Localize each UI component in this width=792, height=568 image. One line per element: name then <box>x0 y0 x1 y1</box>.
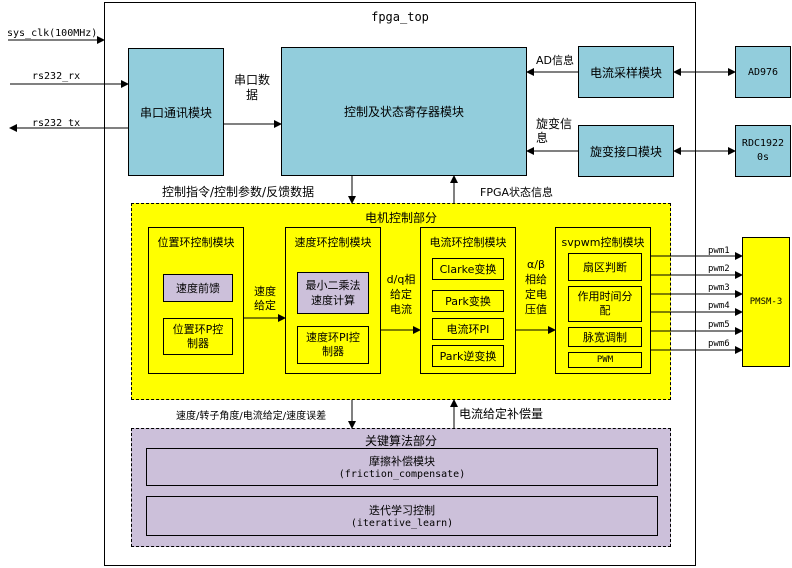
dq-current-label: d/q相 给定 电流 <box>386 272 416 316</box>
resolver-interface-module: 旋变接口模块 <box>578 125 674 177</box>
ad976-chip: AD976 <box>735 46 791 98</box>
pwm2-label: pwm2 <box>708 264 730 274</box>
control-register-label: 控制及状态寄存器模块 <box>343 105 464 119</box>
pwm1-label: pwm1 <box>708 246 730 256</box>
least-squares-speed-block: 最小二乘法 速度计算 <box>297 272 369 314</box>
bottom-right-label: 电流给定补偿量 <box>459 407 544 421</box>
rdc-chip: RDC1922 0s <box>735 125 791 177</box>
sys-clk-label: sys_clk(100MHz) <box>7 28 98 39</box>
motor-control-title: 电机控制部分 <box>364 211 437 225</box>
current-sample-module: 电流采样模块 <box>578 46 674 98</box>
time-allocation-block: 作用时间分 配 <box>568 286 642 322</box>
position-loop-title: 位置环控制模块 <box>157 236 235 249</box>
serial-data-label: 串口数 据 <box>233 73 270 102</box>
bus-right-label: FPGA状态信息 <box>480 186 554 199</box>
speed-given-label: 速度 给定 <box>254 285 276 312</box>
resolver-interface-label: 旋变接口模块 <box>589 144 662 159</box>
bus-left-label: 控制指令/控制参数/反馈数据 <box>162 185 315 199</box>
iterative-learn-module: 迭代学习控制 (iterative_learn) <box>146 496 658 536</box>
rs232-rx-label: rs232_rx <box>32 71 81 82</box>
pwm4-label: pwm4 <box>708 301 730 311</box>
current-loop-title: 电流环控制模块 <box>429 236 507 249</box>
friction-compensate-module: 摩擦补偿模块 (friction_compensate) <box>146 448 658 486</box>
pwm6-label: pwm6 <box>708 339 730 349</box>
clarke-block: Clarke变换 <box>432 258 504 280</box>
control-register-module: 控制及状态寄存器模块 <box>281 47 527 176</box>
position-p-controller: 位置环P控 制器 <box>163 318 233 355</box>
speed-feedforward-block: 速度前馈 <box>163 274 233 302</box>
resolver-info-label: 旋变信 息 <box>536 117 573 145</box>
pwm3-label: pwm3 <box>708 283 730 293</box>
svpwm-title: svpwm控制模块 <box>561 236 645 249</box>
key-algorithm-title: 关键算法部分 <box>364 434 437 448</box>
bottom-left-label: 速度/转子角度/电流给定/速度误差 <box>176 411 327 422</box>
fpga-top-title: fpga_top <box>371 10 429 24</box>
current-pi-block: 电流环PI <box>432 318 504 340</box>
pmsm-motor: PMSM-3 <box>742 237 790 367</box>
ad976-label: AD976 <box>747 66 779 78</box>
fpga-top-frame: fpga_top <box>104 2 696 566</box>
pulse-width-block: 脉宽调制 <box>568 327 642 347</box>
rdc-label: RDC1922 0s <box>741 138 785 163</box>
alpha-beta-label: α/β 相给 定电 压值 <box>525 258 547 316</box>
pwm5-label: pwm5 <box>708 320 730 330</box>
ad-info-label: AD信息 <box>536 54 574 67</box>
pwm-block: PWM <box>568 352 642 368</box>
sector-judge-block: 扇区判断 <box>568 253 642 281</box>
speed-pi-controller: 速度环PI控 制器 <box>297 326 369 364</box>
park-block: Park变换 <box>432 290 504 312</box>
uart-module-label: 串口通讯模块 <box>139 105 212 120</box>
current-sample-label: 电流采样模块 <box>589 65 662 80</box>
rs232-tx-label: rs232_tx <box>32 118 81 129</box>
speed-loop-title: 速度环控制模块 <box>294 236 372 249</box>
inverse-park-block: Park逆变换 <box>432 345 504 367</box>
uart-module: 串口通讯模块 <box>128 48 224 176</box>
